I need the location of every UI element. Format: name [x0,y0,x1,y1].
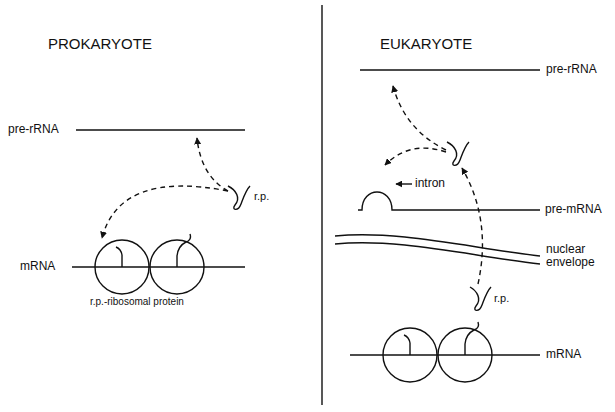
nascent-peptide [116,247,122,267]
dashed-arrow [393,86,446,150]
pointer-arrow [396,183,412,184]
dashed-arrow [197,138,228,191]
protein-symbol [447,142,469,165]
molecule-label: mRNA [546,348,581,361]
nuclear-membrane [335,235,540,256]
molecule-label: pre-rRNA [546,63,597,76]
protein-label: r.p. [254,190,269,202]
intron-label: intron [415,177,445,190]
dashed-arrow [385,148,446,165]
nascent-peptide [404,335,410,355]
panel-heading: PROKARYOTE [48,36,152,53]
nascent-peptide [465,322,479,355]
dashed-arrow [462,168,482,284]
dashed-arrow [102,186,228,238]
rna-strand [76,129,245,130]
rna-strand [350,354,540,355]
ribosome [95,240,149,294]
molecule-label: mRNA [20,260,55,273]
molecule-label: pre-rRNA [8,123,59,136]
panel-heading: EUKARYOTE [380,36,472,53]
protein-label: r.p. [494,292,509,304]
rna-strand [360,69,540,70]
protein-symbol [228,186,250,209]
protein-symbol [470,287,491,310]
nascent-peptide [177,234,191,267]
nuclear-membrane [335,243,540,264]
membrane-label: nuclear envelope [546,243,608,269]
divider-line [321,5,322,405]
ribosome [383,328,437,382]
rna-strand [72,266,245,267]
rna-strand-with-intron [358,192,540,210]
molecule-label: pre-mRNA [545,203,602,216]
key-note: r.p.-ribosomal protein [90,296,184,307]
